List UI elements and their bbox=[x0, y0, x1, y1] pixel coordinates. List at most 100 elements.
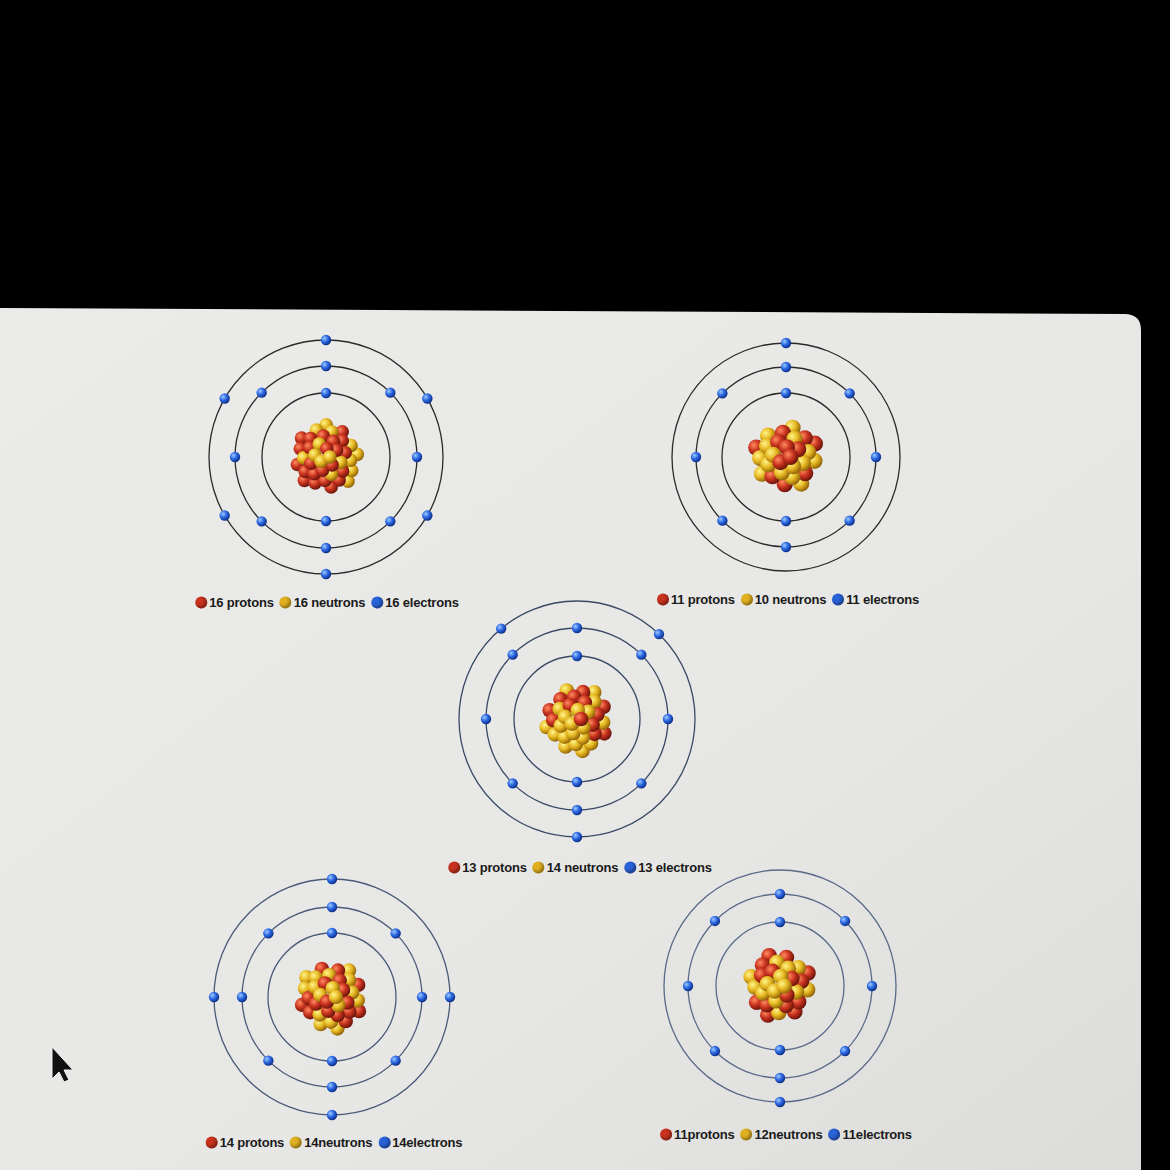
legend-text: 11protons bbox=[674, 1127, 734, 1142]
legend-item: 14 protons bbox=[206, 1135, 284, 1150]
electron-dot bbox=[327, 1110, 337, 1120]
electron-shell bbox=[209, 340, 443, 574]
electron-dot bbox=[636, 649, 646, 659]
nucleus bbox=[295, 962, 366, 1036]
electron-dot bbox=[775, 889, 785, 899]
electron-shell bbox=[214, 879, 450, 1115]
legend-text: 12neutrons bbox=[754, 1127, 822, 1142]
legend-text: 16 protons bbox=[209, 595, 273, 610]
nucleus bbox=[748, 420, 823, 493]
bohr-model bbox=[672, 338, 900, 571]
legend-text: 10 neutrons bbox=[755, 592, 826, 607]
electron-dot bbox=[412, 452, 422, 462]
legend-item: 11 electrons bbox=[832, 592, 919, 607]
electron-dot bbox=[481, 714, 491, 724]
electron-dot bbox=[691, 452, 701, 462]
electron-dot bbox=[654, 629, 664, 639]
electron-dot bbox=[775, 1073, 785, 1083]
electron-shell bbox=[672, 343, 900, 571]
electron-dot bbox=[840, 916, 850, 926]
legend-swatch bbox=[195, 596, 207, 608]
electron-dot bbox=[710, 1046, 720, 1056]
electron-dot bbox=[572, 832, 582, 842]
legend-swatch bbox=[741, 593, 753, 605]
electron-dot bbox=[867, 981, 877, 991]
electron-dot bbox=[496, 623, 506, 633]
electron-dot bbox=[385, 387, 395, 397]
legend-item: 12neutrons bbox=[740, 1127, 822, 1142]
legend-item: 11 protons bbox=[657, 592, 735, 607]
legend-swatch bbox=[206, 1136, 218, 1148]
legend-row: 13 protons 14 neutrons 13 electrons bbox=[448, 860, 717, 875]
electrons bbox=[683, 889, 877, 1107]
legend-text: 14 protons bbox=[220, 1135, 284, 1150]
electron-shell bbox=[664, 870, 896, 1102]
legend-item: 11protons bbox=[660, 1127, 734, 1142]
legend-swatch bbox=[533, 861, 545, 873]
legend-item: 10 neutrons bbox=[741, 592, 826, 607]
electron-dot bbox=[781, 516, 791, 526]
legend-text: 14neutrons bbox=[304, 1135, 372, 1150]
legend-text: 16 electrons bbox=[385, 595, 458, 610]
electron-dot bbox=[572, 777, 582, 787]
electron-dot bbox=[422, 510, 432, 520]
electron-dot bbox=[844, 515, 854, 525]
electron-dot bbox=[237, 992, 247, 1002]
electron-dot bbox=[219, 510, 229, 520]
electron-dot bbox=[844, 388, 854, 398]
electron-dot bbox=[507, 649, 517, 659]
legend-item: 13 protons bbox=[448, 860, 526, 875]
mouse-cursor bbox=[52, 1047, 73, 1082]
nucleus bbox=[743, 948, 816, 1023]
legend-swatch bbox=[280, 596, 292, 608]
legend-swatch bbox=[448, 861, 460, 873]
legend-row: 16 protons 16 neutrons 16 electrons bbox=[195, 595, 464, 610]
electron-dot bbox=[390, 928, 400, 938]
electron-dot bbox=[321, 569, 331, 579]
legend-text: 11 electrons bbox=[846, 592, 919, 607]
legend-swatch bbox=[290, 1136, 302, 1148]
electron-dot bbox=[263, 928, 273, 938]
electron-shell bbox=[696, 367, 876, 547]
legend-item: 16 neutrons bbox=[280, 595, 365, 610]
legend-item: 16 protons bbox=[195, 595, 273, 610]
electron-dot bbox=[781, 388, 791, 398]
electron-dot bbox=[321, 388, 331, 398]
legend-swatch bbox=[624, 861, 636, 873]
legend-text: 11 protons bbox=[671, 592, 735, 607]
electron-dot bbox=[321, 543, 331, 553]
electron-dot bbox=[321, 335, 331, 345]
electron-dot bbox=[327, 928, 337, 938]
electron-dot bbox=[636, 778, 646, 788]
electron-dot bbox=[781, 542, 791, 552]
electron-dot bbox=[572, 623, 582, 633]
electron-shell bbox=[268, 933, 396, 1061]
atom-group bbox=[209, 335, 900, 1120]
legend-text: 13 electrons bbox=[638, 860, 711, 875]
electron-dot bbox=[219, 393, 229, 403]
legend-swatch bbox=[829, 1128, 841, 1140]
electron-dot bbox=[256, 516, 266, 526]
electron-dot bbox=[327, 1056, 337, 1066]
legend-swatch bbox=[371, 596, 383, 608]
electrons bbox=[219, 335, 432, 579]
legend-row: 11 protons 10 neutrons 11 electrons bbox=[657, 592, 925, 607]
legend-text: 14 neutrons bbox=[547, 860, 618, 875]
bohr-model bbox=[459, 601, 695, 842]
legend-row: 11protons12neutrons11electrons bbox=[660, 1127, 918, 1142]
electron-dot bbox=[422, 393, 432, 403]
electron-dot bbox=[321, 361, 331, 371]
electron-shell bbox=[688, 894, 872, 1078]
electrons bbox=[481, 623, 673, 842]
electron-shell bbox=[262, 393, 390, 521]
electron-shell bbox=[486, 628, 668, 810]
electron-dot bbox=[209, 992, 219, 1002]
legend-item: 14 neutrons bbox=[533, 860, 618, 875]
legend-swatch bbox=[657, 593, 669, 605]
electron-dot bbox=[781, 362, 791, 372]
electron-dot bbox=[871, 452, 881, 462]
electron-dot bbox=[840, 1046, 850, 1056]
electron-dot bbox=[327, 902, 337, 912]
